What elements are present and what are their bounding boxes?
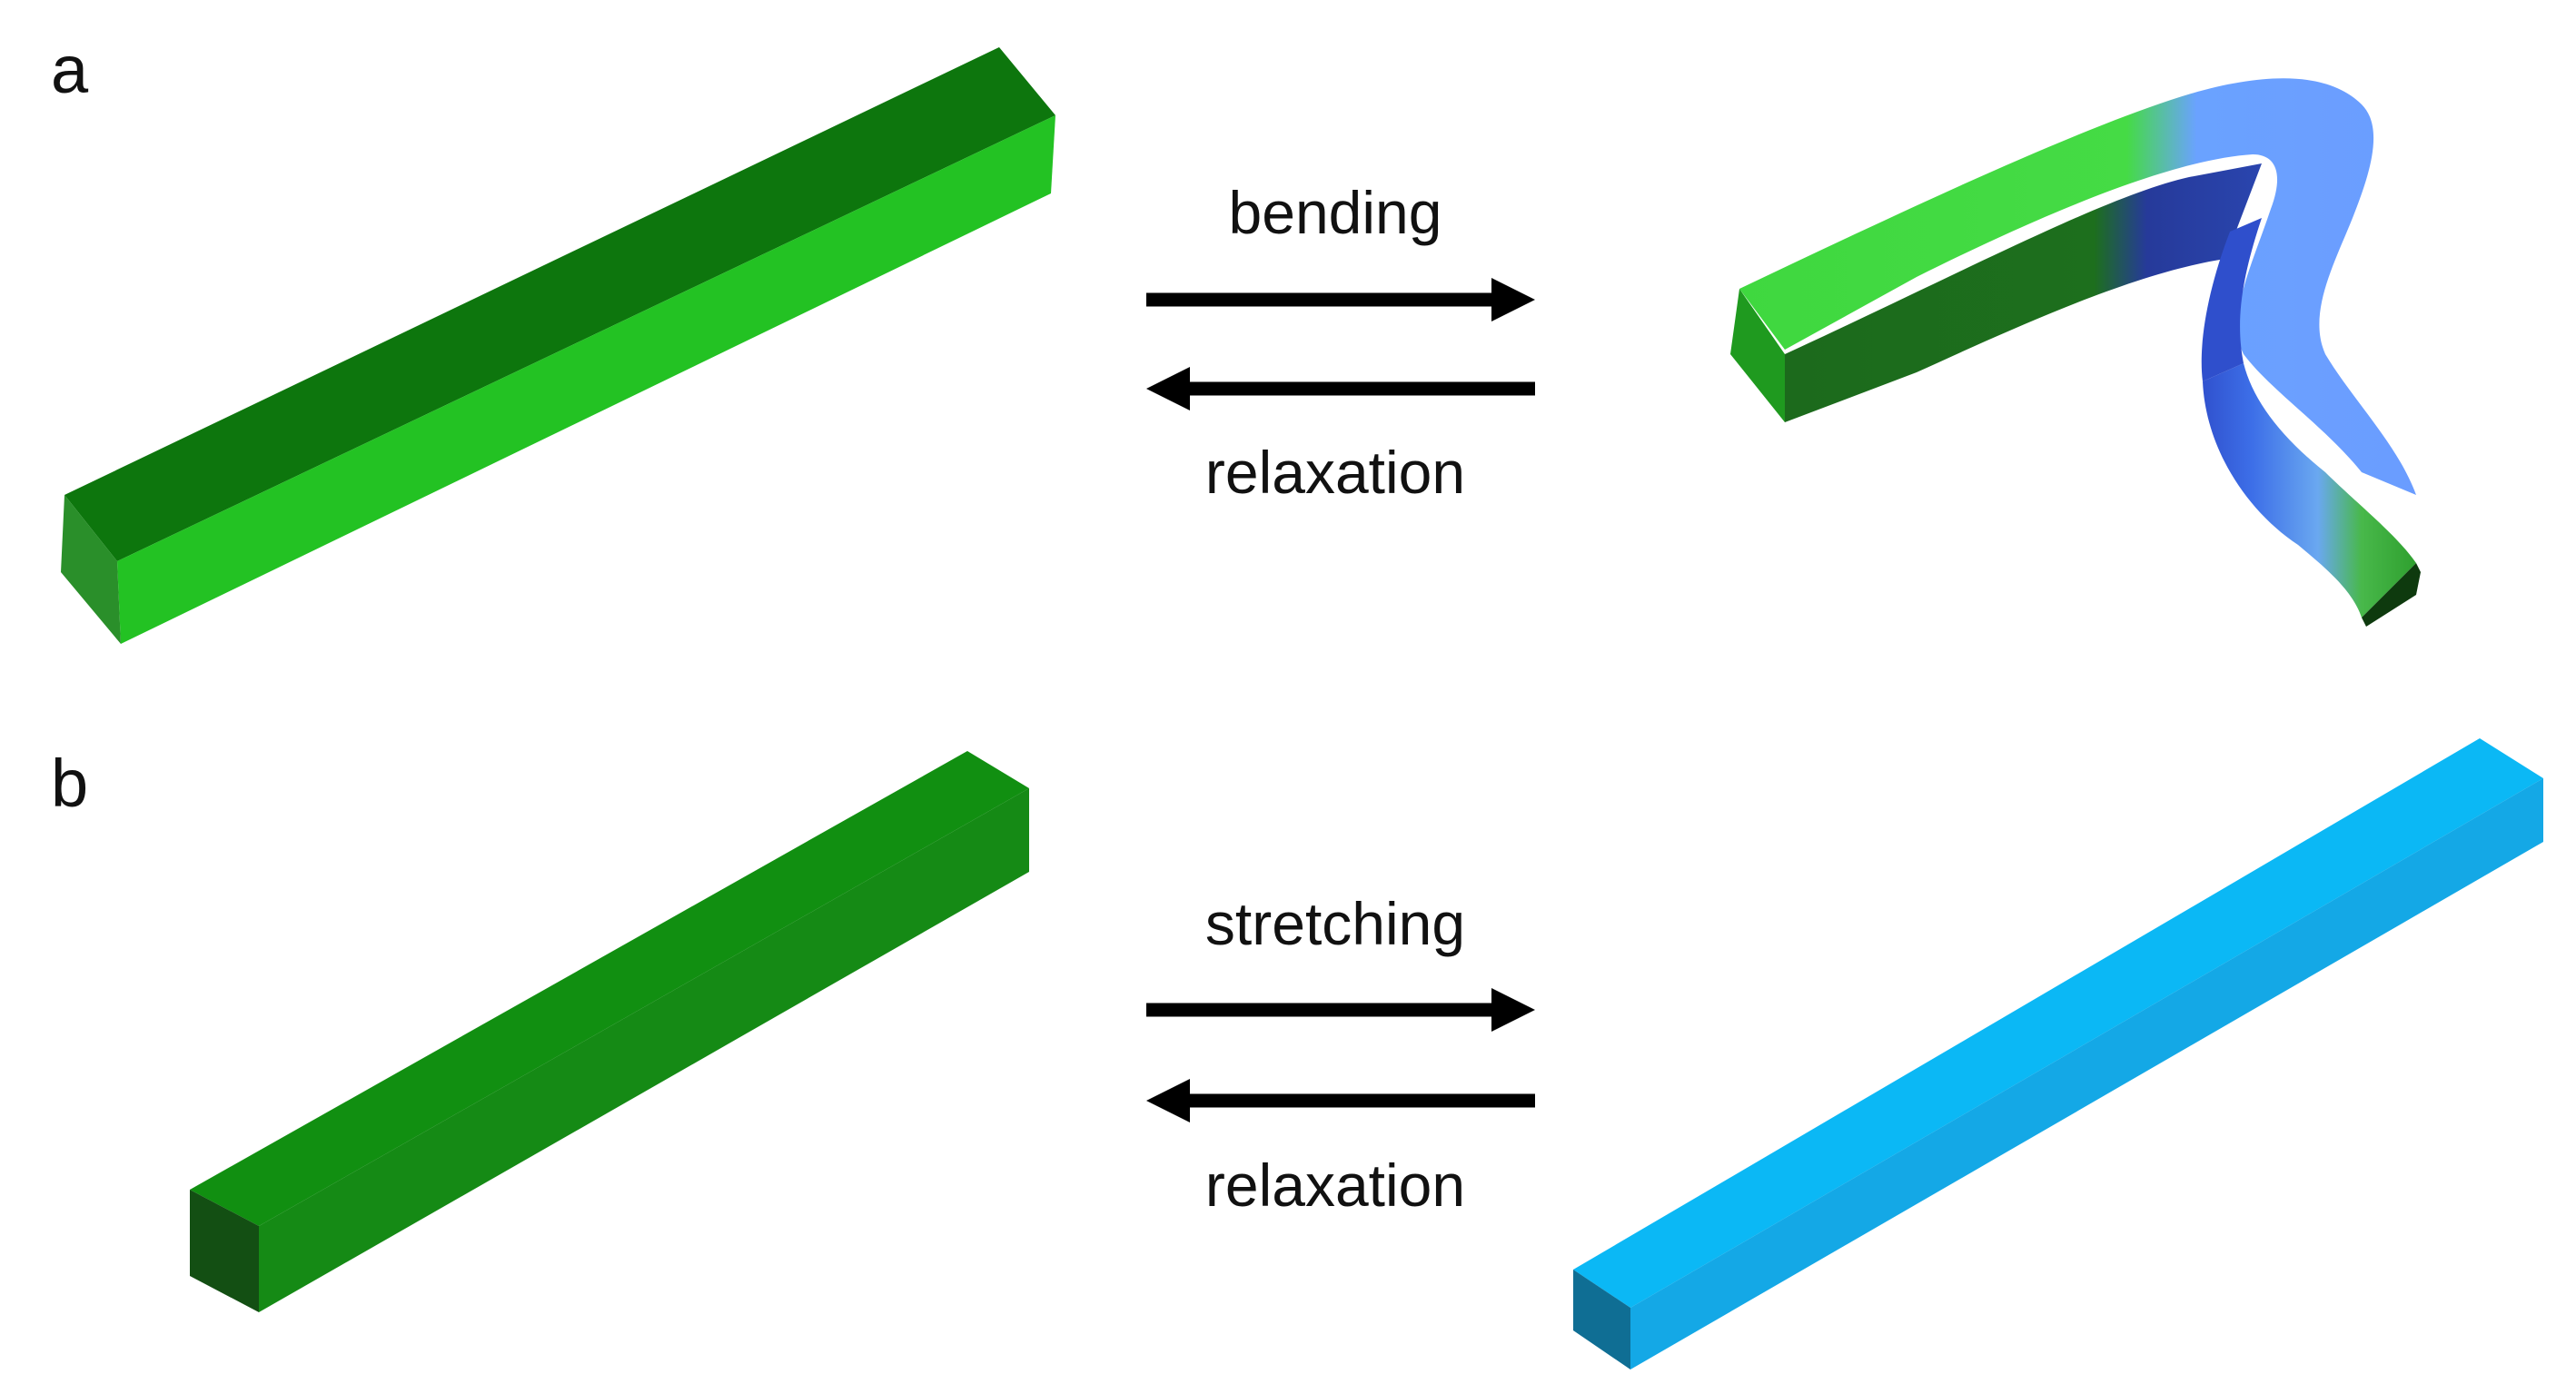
bar-a-bent-top-face: [1739, 78, 2416, 495]
stretching-arrow: [1146, 988, 1535, 1032]
bar-a-initial: [61, 47, 1055, 644]
bending-label: bending: [1229, 179, 1442, 246]
bar-a-bent-hook-wall: [2201, 218, 2262, 381]
bar-a-bent-side-face: [1785, 163, 2262, 422]
bar-a-bent-right-end-face: [2362, 563, 2421, 627]
bar-a-bent-left-end-face: [1730, 289, 1785, 422]
bar-b-stretched-top-face: [1573, 738, 2543, 1308]
bar-b-stretched: [1573, 738, 2543, 1369]
bar-a-bent: [1730, 78, 2421, 627]
panel-label-a: a: [51, 32, 89, 107]
bar-b-initial: [190, 751, 1029, 1312]
relaxation-label-a: relaxation: [1205, 439, 1465, 506]
stretching-label: stretching: [1205, 890, 1465, 957]
bar-b-stretched-front-face: [1630, 778, 2543, 1369]
stretching-arrow-head: [1491, 988, 1535, 1032]
relaxation-arrow-b: [1146, 1079, 1535, 1122]
bar-b-initial-front-face: [259, 788, 1029, 1312]
bar-a-initial-end-face: [61, 495, 121, 644]
bar-a-bent-hook-face: [2203, 363, 2416, 618]
bar-b-stretched-end-face: [1573, 1270, 1630, 1369]
relaxation-arrow-a: [1146, 367, 1535, 410]
bar-a-initial-front-face: [117, 115, 1055, 644]
bar-a-initial-top-face: [64, 47, 1055, 561]
bar-b-initial-top-face: [190, 751, 1029, 1226]
bending-arrow-head: [1491, 278, 1535, 321]
panel-label-b: b: [51, 746, 88, 821]
relaxation-label-b: relaxation: [1205, 1152, 1465, 1219]
bending-arrow: [1146, 278, 1535, 321]
relaxation-arrow-a-head: [1146, 367, 1190, 410]
bar-b-initial-end-face: [190, 1190, 259, 1312]
relaxation-arrow-b-head: [1146, 1079, 1190, 1122]
